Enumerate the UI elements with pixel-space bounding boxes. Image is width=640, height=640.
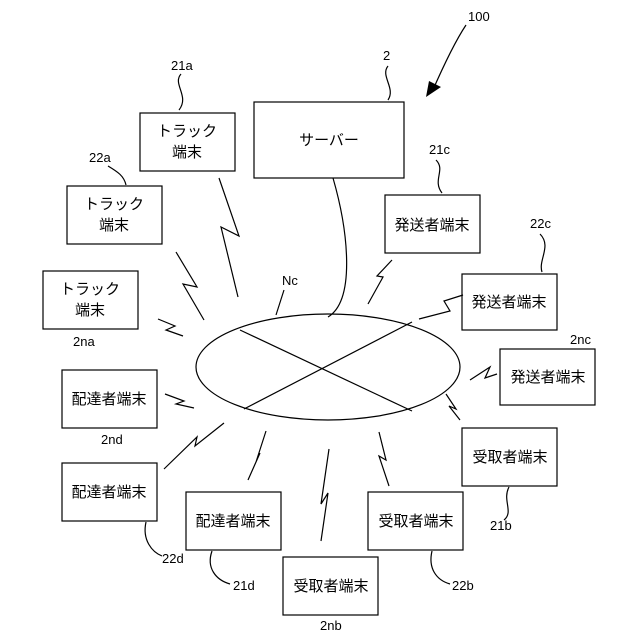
receiver-terminal-leader-21b — [504, 487, 509, 520]
truck-terminal-21a: トラック 端末 — [140, 113, 235, 171]
truck-terminal-ref-22a: 22a — [89, 150, 111, 165]
truck-terminal-22a: トラック 端末 — [67, 186, 162, 244]
sender-terminal-ref-22c: 22c — [530, 216, 551, 231]
receiver-terminal-21b: 受取者端末 — [462, 428, 557, 486]
sender-terminal-leader-22c — [540, 234, 545, 272]
wireless-link-icon — [219, 178, 239, 297]
figure-ref-arrowhead — [426, 81, 441, 97]
wireless-link-icon — [379, 432, 389, 486]
truck-terminal-label-line1: トラック — [60, 281, 120, 298]
sender-terminal-2nc: 発送者端末 — [500, 349, 595, 405]
network-cross-line-b — [244, 322, 412, 409]
wireless-link-icon — [470, 367, 497, 380]
truck-terminal-leader-22a — [108, 166, 126, 185]
deliverer-terminal-ref-22d: 22d — [162, 551, 184, 566]
deliverer-terminal-2nd: 配達者端末 — [62, 370, 157, 428]
figure-ref-arrow — [432, 25, 466, 92]
receiver-terminal-ref-21b: 21b — [490, 518, 512, 533]
wireless-link-icon — [176, 252, 204, 320]
truck-terminal-label-line2: 端末 — [75, 302, 105, 319]
truck-terminal-label-line1: トラック — [157, 123, 217, 140]
server-ref-label: 2 — [383, 48, 390, 63]
truck-terminal-leader-21a — [178, 74, 182, 110]
wireless-link-icon — [158, 319, 183, 336]
deliverer-terminal-leader-21d — [210, 551, 230, 584]
receiver-terminal-label: 受取者端末 — [378, 513, 453, 530]
truck-terminal-label-line2: 端末 — [99, 217, 129, 234]
truck-terminal-ref-21a: 21a — [171, 58, 193, 73]
deliverer-terminal-label: 配達者端末 — [195, 513, 270, 530]
deliverer-terminal-label: 配達者端末 — [71, 391, 146, 408]
server-label: サーバー — [299, 132, 359, 149]
receiver-terminal-label: 受取者端末 — [293, 578, 368, 595]
truck-terminal-box — [140, 113, 235, 171]
sender-terminal-21c: 発送者端末 — [385, 195, 480, 253]
deliverer-terminal-ref-2nd: 2nd — [101, 432, 123, 447]
wireless-link-icon — [419, 295, 463, 319]
sender-terminal-label: 発送者端末 — [394, 217, 469, 234]
truck-terminal-box — [67, 186, 162, 244]
wireless-link-icon — [446, 394, 460, 420]
receiver-terminal-label: 受取者端末 — [472, 449, 547, 466]
network-outline — [196, 314, 460, 420]
sender-terminal-label: 発送者端末 — [471, 294, 546, 311]
sender-terminal-ref-21c: 21c — [429, 142, 450, 157]
truck-terminal-2na: トラック 端末 — [43, 271, 138, 329]
sender-terminal-label: 発送者端末 — [510, 369, 585, 386]
wireless-link-icon — [368, 260, 392, 304]
network-cross-line-a — [240, 330, 412, 411]
truck-terminal-ref-2na: 2na — [73, 334, 95, 349]
figure-ref-label: 100 — [468, 9, 490, 24]
server-node: サーバー — [254, 102, 404, 178]
network-ref-leader — [276, 290, 284, 315]
wireless-link-icon — [165, 394, 194, 408]
receiver-terminal-leader-22b — [431, 551, 450, 584]
server-cable — [328, 178, 347, 317]
truck-terminal-label-line1: トラック — [84, 196, 144, 213]
truck-terminal-box — [43, 271, 138, 329]
deliverer-terminal-22d: 配達者端末 — [62, 463, 157, 521]
wireless-link-icon — [321, 449, 329, 541]
deliverer-terminal-leader-22d — [145, 522, 162, 556]
server-ref-leader — [386, 66, 391, 100]
receiver-terminal-ref-22b: 22b — [452, 578, 474, 593]
wireless-link-icon — [248, 431, 266, 480]
sender-terminal-22c: 発送者端末 — [462, 274, 557, 330]
truck-terminal-label-line2: 端末 — [172, 144, 202, 161]
receiver-terminal-2nb: 受取者端末 — [283, 557, 378, 615]
network-ellipse — [196, 314, 460, 420]
deliverer-terminal-label: 配達者端末 — [71, 484, 146, 501]
deliverer-terminal-ref-21d: 21d — [233, 578, 255, 593]
network-ref-label: Nc — [282, 273, 298, 288]
sender-terminal-ref-2nc: 2nc — [570, 332, 591, 347]
sender-terminal-leader-21c — [436, 160, 442, 193]
wireless-link-icon — [164, 423, 224, 469]
receiver-terminal-22b: 受取者端末 — [368, 492, 463, 550]
receiver-terminal-ref-2nb: 2nb — [320, 618, 342, 633]
deliverer-terminal-21d: 配達者端末 — [186, 492, 281, 550]
